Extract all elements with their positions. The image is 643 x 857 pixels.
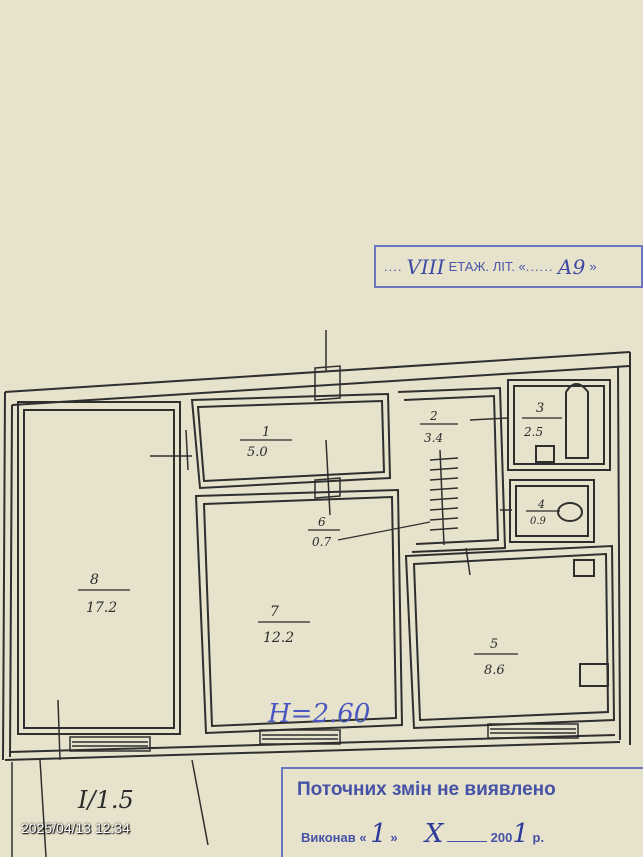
svg-text:2.5: 2.5 xyxy=(523,425,543,439)
svg-text:8: 8 xyxy=(90,572,99,588)
ceiling-height-note: H=2.60 xyxy=(267,699,370,729)
svg-text:8.6: 8.6 xyxy=(484,663,505,678)
svg-text:12.2: 12.2 xyxy=(263,630,294,646)
floor-number: VIII xyxy=(406,254,445,279)
room-1-label: 1 5.0 xyxy=(240,425,292,460)
floor-stamp-close: » xyxy=(589,259,597,274)
room-2-walls xyxy=(397,386,507,553)
room-3-label: 3 2.5 xyxy=(522,401,562,439)
room-5-label: 5 8.6 xyxy=(474,637,518,678)
executed-line: Виконав « 1 » X 2001 р. xyxy=(301,819,544,849)
svg-text:3: 3 xyxy=(536,401,544,416)
room-7-walls xyxy=(194,488,404,735)
floor-stamp-text: ЕТАЖ. ЛІТ. « xyxy=(448,259,526,274)
section-note: I/1.5 xyxy=(77,786,134,814)
changes-stamp-title: Поточних змін не виявлено xyxy=(297,779,556,800)
letter-dots: ...... xyxy=(525,259,554,274)
photo-timestamp: 2025/04/13 12:34 xyxy=(21,820,130,836)
room-1-walls xyxy=(190,392,392,490)
changes-stamp: Поточних змін не виявлено Виконав « 1 » … xyxy=(281,767,643,857)
floor-stamp: .... VIII ЕТАЖ. ЛІТ. « ...... А9 » xyxy=(374,245,643,288)
room-8-walls xyxy=(17,401,181,735)
year-unit: р. xyxy=(532,830,545,845)
svg-text:0.9: 0.9 xyxy=(530,516,547,527)
svg-text:0.7: 0.7 xyxy=(312,535,331,549)
executed-month: X xyxy=(424,819,444,849)
svg-text:17.2: 17.2 xyxy=(86,600,117,616)
executed-mid: » xyxy=(390,830,398,845)
executed-day: 1 xyxy=(370,819,387,849)
year-suffix: 1 xyxy=(512,819,529,849)
room-5-walls xyxy=(404,544,616,730)
room-4-label: 4 0.9 xyxy=(526,498,560,527)
room-3-walls xyxy=(507,379,611,471)
room-6-label: 6 0.7 xyxy=(308,515,340,549)
svg-text:6: 6 xyxy=(318,515,326,529)
windows xyxy=(69,365,579,752)
svg-text:4: 4 xyxy=(537,498,545,511)
room-7-label: 7 12.2 xyxy=(258,604,310,646)
room-2-label: 2 3.4 xyxy=(420,409,458,445)
svg-text:3.4: 3.4 xyxy=(424,431,443,445)
room-8-label: 8 17.2 xyxy=(78,572,130,616)
building-letter: А9 xyxy=(557,254,586,279)
svg-text:7: 7 xyxy=(270,604,279,620)
svg-text:5: 5 xyxy=(490,637,498,652)
svg-text:2: 2 xyxy=(429,409,438,423)
executed-label: Виконав « xyxy=(301,830,367,845)
year-prefix: 200 xyxy=(490,830,513,845)
svg-text:5.0: 5.0 xyxy=(247,445,268,460)
room-4-walls xyxy=(509,479,595,543)
svg-text:1: 1 xyxy=(262,425,270,440)
floor-dots: .... xyxy=(384,259,403,274)
